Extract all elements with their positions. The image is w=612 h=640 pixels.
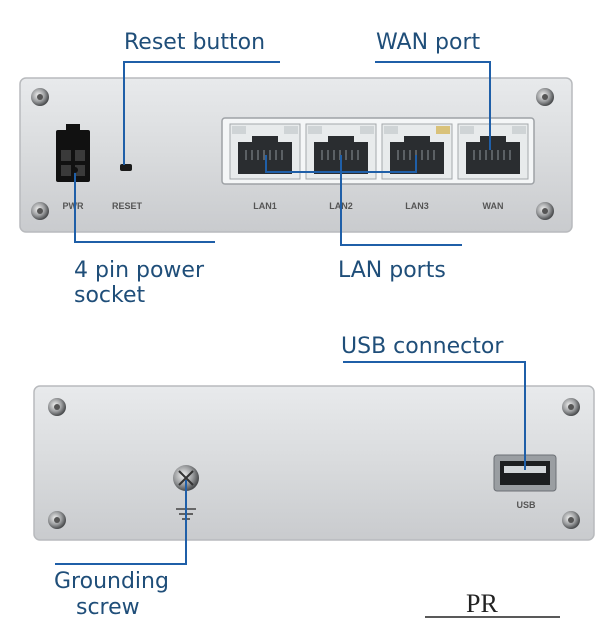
panel-screw-icon [536, 202, 554, 220]
lan3-label: LAN3 [405, 201, 429, 211]
lan1-label: LAN1 [253, 201, 277, 211]
leader-line-reset [123, 61, 280, 165]
grounding-screw-icon [173, 465, 199, 491]
pwr-label: PWR [63, 201, 84, 211]
callout-power-socket-line2: socket [74, 283, 146, 308]
panel-screw-icon [48, 398, 66, 416]
reset-label: RESET [112, 201, 143, 211]
svg-text:PR: PR [466, 589, 498, 618]
callout-lan-ports: LAN ports [338, 258, 446, 283]
callout-usb-connector: USB connector [341, 334, 504, 359]
leader-lines [55, 61, 526, 565]
callout-wan-port: WAN port [376, 30, 481, 55]
front-panel: PWR RESET LAN1 LAN2 LAN3 WAN [19, 77, 573, 233]
power-socket-icon [56, 124, 90, 182]
leader-line-grounding [55, 480, 187, 565]
leader-line-power [74, 170, 215, 243]
panel-screw-icon [536, 88, 554, 106]
panel-screw-icon [48, 511, 66, 529]
reset-button-icon [120, 164, 132, 171]
callout-grounding-line2: screw [76, 595, 140, 620]
panel-screw-icon [31, 88, 49, 106]
panel-screw-icon [31, 202, 49, 220]
logo-icon: PR [425, 589, 560, 618]
callout-grounding-line1: Grounding [54, 569, 169, 594]
usb-label: USB [516, 500, 536, 510]
ethernet-port-icon-wan [457, 123, 529, 180]
leader-line-usb [343, 361, 526, 470]
pwr-dot-icon [72, 167, 78, 173]
wan-label: WAN [483, 201, 504, 211]
panel-screw-icon [562, 511, 580, 529]
callout-reset-button: Reset button [124, 30, 266, 55]
back-panel: USB [33, 385, 595, 541]
callout-power-socket-line1: 4 pin power [74, 258, 205, 283]
panel-screw-icon [562, 398, 580, 416]
leader-line-lan-drop [340, 172, 462, 246]
leader-line-wan [375, 61, 491, 150]
